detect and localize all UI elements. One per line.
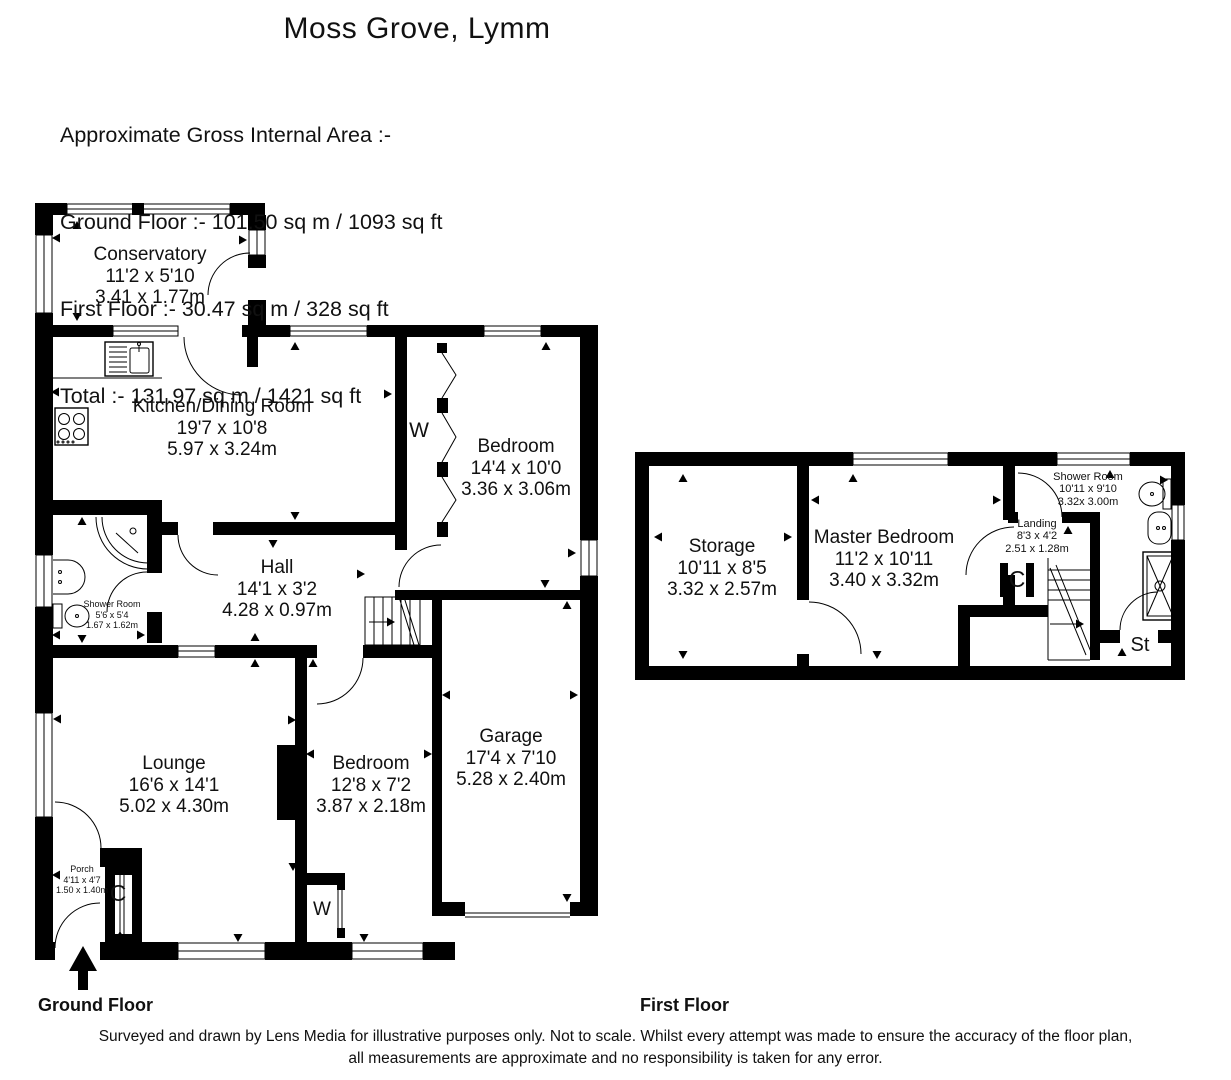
first-floor-label: First Floor	[640, 995, 729, 1015]
first-floor-walls	[635, 452, 1185, 680]
door-arcs-first	[808, 472, 1159, 655]
wardrobe-marker-bedroom-rear: W	[409, 419, 429, 442]
shower-tray-first	[1142, 551, 1178, 621]
wash-basin-ground	[53, 559, 86, 595]
ground-floor-walls	[35, 203, 598, 960]
room-label-hall: Hall 14'1 x 3'2 4.28 x 0.97m	[222, 557, 332, 621]
area-summary-heading: Approximate Gross Internal Area :-	[60, 123, 392, 147]
toilet-first	[1138, 478, 1172, 510]
ground-floor-label: Ground Floor	[38, 995, 153, 1015]
room-label-bedroom-front: Bedroom 12'8 x 7'2 3.87 x 2.18m	[316, 753, 426, 817]
measure-arrows-ground	[51, 221, 578, 942]
room-label-garage: Garage 17'4 x 7'10 5.28 x 2.40m	[456, 726, 566, 790]
disclaimer: Surveyed and drawn by Lens Media for ill…	[0, 1026, 1231, 1069]
area-summary: Approximate Gross Internal Area :- Groun…	[60, 63, 442, 469]
stairs-first	[1047, 558, 1092, 661]
shower-enclosure	[95, 516, 149, 570]
front-bedroom-wardrobe	[298, 873, 345, 938]
cupboard-marker-porch: C	[109, 880, 127, 906]
room-label-shower-room-ground: Shower Room 5'6 x 5'4 1.67 x 1.62m	[83, 599, 141, 631]
area-ground-floor: Ground Floor :- 101.50 sq m / 1093 sq ft	[60, 210, 443, 234]
area-first-floor: First Floor :- 30.47 sq m / 328 sq ft	[60, 297, 389, 321]
toilet-ground	[52, 603, 90, 629]
disclaimer-line1: Surveyed and drawn by Lens Media for ill…	[98, 1028, 1133, 1045]
garage-door	[465, 912, 570, 918]
room-label-shower-room-first: Shower Room 10'11 x 9'10 3.32x 3.00m	[1053, 471, 1123, 508]
wardrobe-marker-bedroom-front: W	[313, 899, 331, 920]
room-label-landing: Landing 8'3 x 4'2 2.51 x 1.28m	[1005, 518, 1069, 555]
room-label-lounge: Lounge 16'6 x 14'1 5.02 x 4.30m	[119, 753, 229, 817]
chimney-breast	[277, 745, 307, 820]
measure-arrows-first	[654, 470, 1168, 659]
room-label-master-bedroom: Master Bedroom 11'2 x 10'11 3.40 x 3.32m	[813, 527, 955, 591]
disclaimer-line2: all measurements are approximate and no …	[348, 1049, 883, 1067]
room-label-bedroom-rear: Bedroom 14'4 x 10'0 3.36 x 3.06m	[461, 436, 571, 500]
page-title: Moss Grove, Lymm	[283, 12, 551, 45]
room-label-kitchen-dining: Kitchen/Dining Room 19'7 x 10'8 5.97 x 3…	[132, 396, 312, 460]
room-label-storage: Storage 10'11 x 8'5 3.32 x 2.57m	[667, 536, 777, 600]
first-floor-plan	[635, 452, 1185, 680]
room-label-porch: Porch 4'11 x 4'7 1.50 x 1.40m	[55, 864, 109, 896]
kitchen-sink	[53, 341, 162, 379]
room-label-conservatory: Conservatory 11'2 x 5'10 3.41 x 1.77m	[93, 244, 207, 308]
hob	[54, 407, 89, 446]
ground-floor-plan	[35, 203, 598, 990]
wash-basin-first	[1147, 511, 1172, 545]
area-total: Total :- 131.97 sq m / 1421 sq ft	[60, 384, 362, 408]
stairs-ground	[364, 596, 421, 646]
door-arcs-ground	[54, 252, 442, 949]
entrance-arrow	[69, 946, 97, 990]
cupboard-marker-landing: C	[1008, 566, 1026, 592]
wardrobe-zigzag	[437, 343, 457, 537]
store-marker: St	[1130, 634, 1150, 656]
